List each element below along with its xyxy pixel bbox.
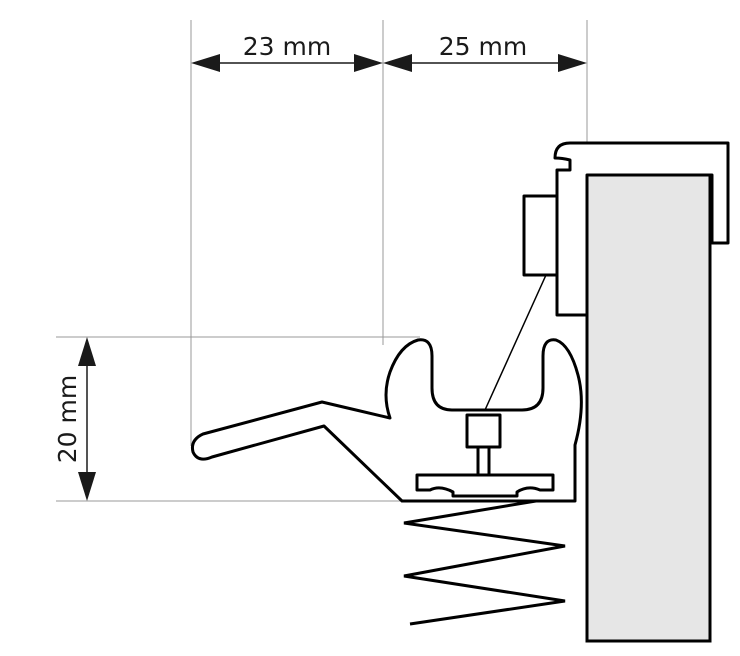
connector-line [484,274,547,411]
mounting-clip [553,141,730,317]
dimension-width-left: 23 mm [191,32,383,72]
arrow-up-icon [78,337,96,366]
connector-head [465,413,502,449]
zigzag-spring [403,499,566,626]
arrow-right-icon [354,54,383,72]
connector-stem [476,445,491,477]
arrow-left-icon [383,54,412,72]
side-bracket [522,194,559,277]
arrow-down-icon [78,472,96,501]
door-panel [585,173,712,643]
extension-lines [56,20,588,502]
arrow-right-icon [558,54,587,72]
dimension-label-height: 20 mm [53,375,82,463]
arrow-left-icon [191,54,220,72]
dimension-width-right: 25 mm [383,32,587,72]
carrier-slot [415,473,555,498]
dimension-label-width-right: 25 mm [439,32,527,61]
dimension-height: 20 mm [53,337,96,501]
dimension-label-width-left: 23 mm [243,32,331,61]
